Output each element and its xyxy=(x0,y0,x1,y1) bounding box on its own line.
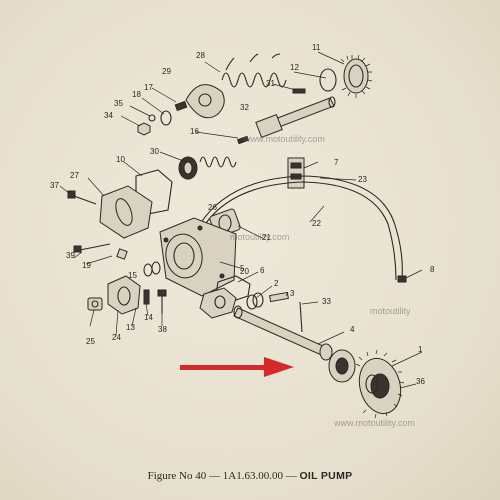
callout-17: 17 xyxy=(144,83,153,92)
watermark-2: motoutility.com xyxy=(230,232,289,242)
part-11-gear xyxy=(340,54,373,98)
part-4-shaft xyxy=(233,305,333,361)
part-2-seal xyxy=(246,292,264,310)
callout-8: 8 xyxy=(430,265,435,274)
part-29-cover xyxy=(185,84,225,119)
callout-15: 15 xyxy=(128,271,137,280)
callout-16: 16 xyxy=(190,127,199,136)
callout-37: 37 xyxy=(50,181,59,190)
callout-18: 18 xyxy=(132,90,141,99)
part-17-bolt xyxy=(174,100,188,112)
callout-31: 31 xyxy=(266,79,275,88)
part-19-nut xyxy=(116,248,128,260)
part-7-connector xyxy=(287,157,305,189)
callout-34: 34 xyxy=(104,111,113,120)
callout-13: 13 xyxy=(126,323,135,332)
callout-12: 12 xyxy=(290,63,299,72)
part-16-spring xyxy=(199,135,250,168)
callout-32: 32 xyxy=(240,103,249,112)
callout-22: 22 xyxy=(312,219,321,228)
part-5-flange xyxy=(199,287,237,319)
part-30-bearing xyxy=(178,156,198,180)
part-34-nut xyxy=(137,122,151,136)
callout-6: 6 xyxy=(260,266,265,275)
watermark-3: www.motoutility.com xyxy=(333,418,415,428)
callout-29: 29 xyxy=(162,67,171,76)
part-28-spring xyxy=(221,53,287,88)
callout-33: 33 xyxy=(322,297,331,306)
part-15-washers xyxy=(143,261,161,277)
part-3-key xyxy=(269,291,289,303)
caption-code: 1A1.63.00.00 — xyxy=(222,470,297,482)
callout-35: 35 xyxy=(114,99,123,108)
callout-1: 1 xyxy=(418,345,423,354)
part-31-pin xyxy=(292,88,306,94)
callout-21: 21 xyxy=(262,233,271,242)
highlight-arrow xyxy=(180,357,294,377)
callout-labels: 1 2 3 4 5 6 7 8 10 11 12 13 14 15 16 17 … xyxy=(50,43,435,386)
callout-10: 10 xyxy=(116,155,125,164)
callout-24: 24 xyxy=(112,333,121,342)
caption-title: OIL PUMP xyxy=(299,470,353,482)
part-27-cover xyxy=(99,185,153,239)
part-25-plug xyxy=(87,297,103,311)
part-18-washer xyxy=(160,110,172,126)
part-14-pin xyxy=(143,289,150,305)
part-35-ring xyxy=(148,114,156,122)
part-33-pin xyxy=(299,301,303,333)
callout-25: 25 xyxy=(86,337,95,346)
part-20-pump-body xyxy=(159,217,237,297)
watermark-4: motoutility xyxy=(370,306,411,316)
part-22-23-pipes xyxy=(199,175,407,283)
callout-2: 2 xyxy=(274,279,279,288)
callout-23: 23 xyxy=(358,175,367,184)
figure-caption: Figure No 40 — 1A1.63.00.00 — OIL PUMP xyxy=(0,470,500,482)
callout-36: 36 xyxy=(416,377,425,386)
callout-30: 30 xyxy=(150,147,159,156)
part-32-shaft xyxy=(255,96,336,139)
callout-11: 11 xyxy=(312,43,321,52)
callout-20: 20 xyxy=(240,267,249,276)
callout-39: 39 xyxy=(66,251,75,260)
caption-prefix: Figure No 40 — xyxy=(147,470,220,482)
callout-27: 27 xyxy=(70,171,79,180)
callout-26: 26 xyxy=(208,203,217,212)
callout-28: 28 xyxy=(196,51,205,60)
callout-19: 19 xyxy=(82,261,91,270)
callout-3: 3 xyxy=(290,289,295,298)
part-38-bolt xyxy=(157,289,167,314)
watermark-1: www.motoutility.com xyxy=(243,134,325,144)
part-39-bolt xyxy=(73,243,111,253)
leader-lines xyxy=(59,51,423,389)
callout-4: 4 xyxy=(350,325,355,334)
part-37-bolt xyxy=(67,190,97,205)
part-12-washer xyxy=(319,68,337,92)
part-36-gear xyxy=(355,349,405,419)
callout-38: 38 xyxy=(158,325,167,334)
highlighted-bushing xyxy=(328,349,356,383)
callout-14: 14 xyxy=(144,313,153,322)
part-24-housing xyxy=(107,275,141,315)
callout-7: 7 xyxy=(334,158,339,167)
callout-5: 5 xyxy=(240,264,245,273)
